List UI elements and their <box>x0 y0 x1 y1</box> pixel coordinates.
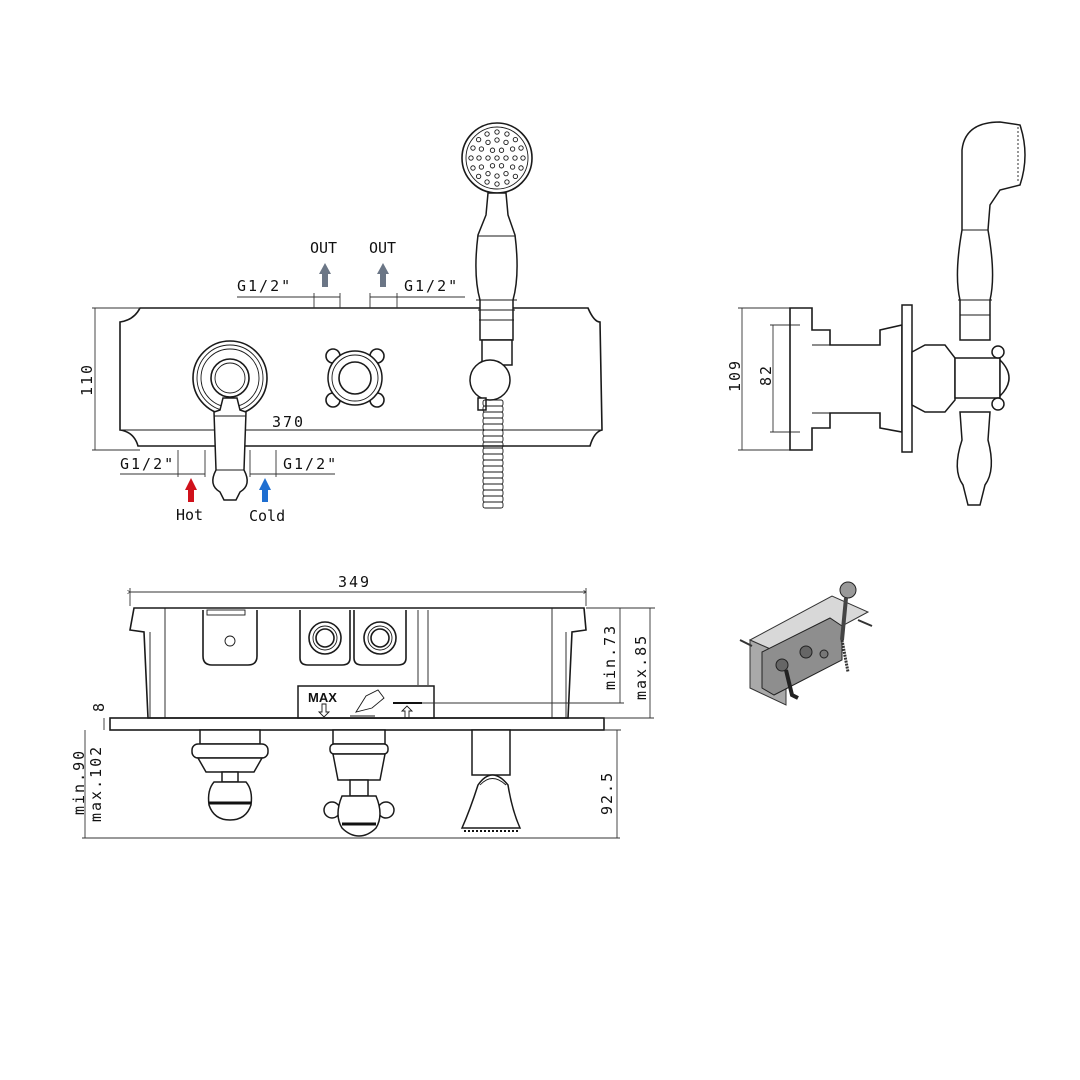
nozzle <box>494 155 500 161</box>
outlet-thread-right: G1/2" <box>404 277 459 295</box>
handle-max-102: max.102 <box>87 745 105 822</box>
nozzle <box>503 155 509 161</box>
cold-label: Cold <box>249 507 285 525</box>
nozzle <box>494 173 500 179</box>
nozzle <box>504 131 510 137</box>
outlet-port-2 <box>353 610 407 666</box>
nozzle <box>485 155 491 161</box>
outlet-port-1 <box>299 610 351 666</box>
nozzle <box>518 165 524 171</box>
arrow-down-icon <box>317 703 331 718</box>
inlet-thread-left: G1/2" <box>120 455 175 473</box>
nozzle <box>512 173 519 180</box>
out-label-1: OUT <box>310 239 337 257</box>
max-marker: MAX <box>308 690 337 705</box>
hose-segment <box>482 411 504 419</box>
nozzle <box>503 139 509 146</box>
out-arrow-icon <box>377 263 389 287</box>
shower-outlet-bottom <box>460 729 522 832</box>
nozzle <box>478 146 485 152</box>
nozzle <box>498 163 505 169</box>
nozzle <box>485 139 491 146</box>
nozzle <box>504 179 510 185</box>
nozzle <box>518 145 524 151</box>
lever-mixer-handle <box>192 340 268 501</box>
body-height-82: 82 <box>757 364 775 386</box>
nozzle <box>489 163 496 169</box>
nozzle <box>509 146 516 152</box>
isometric-product-view <box>739 581 873 706</box>
arrow-up-icon <box>400 705 414 719</box>
nozzle <box>494 129 500 135</box>
nozzle <box>475 173 482 180</box>
cross-diverter-handle <box>325 348 385 408</box>
outlet-thread-left: G1/2" <box>237 277 292 295</box>
wall-plate-bottom <box>109 717 605 731</box>
lever-handle-bottom <box>191 729 269 821</box>
nozzle <box>470 145 476 151</box>
hose-segment <box>482 435 504 443</box>
bottom-view: 349 MAX min.73 max.85 8 min.90 max.1 <box>70 573 655 839</box>
plate-thickness-8: 8 <box>90 701 108 712</box>
hand-shower-front <box>461 122 533 509</box>
nozzle <box>520 155 526 161</box>
height-dim-110: 110 <box>78 363 96 396</box>
hose-segment <box>482 441 504 449</box>
nozzle <box>470 165 476 171</box>
hose-segment <box>482 477 504 485</box>
nozzle <box>489 147 496 153</box>
nozzle <box>484 131 490 137</box>
hose-segment <box>482 483 504 491</box>
hose-segment <box>482 495 504 503</box>
nozzle <box>503 170 509 177</box>
side-view: 109 82 <box>726 121 1026 506</box>
handle-min-90: min.90 <box>70 749 88 815</box>
wall-plate-side <box>901 304 913 453</box>
hose-segment <box>482 453 504 461</box>
concealed-body-side <box>789 307 903 451</box>
nozzle <box>494 181 500 187</box>
handle-base-side <box>911 344 956 413</box>
hose-segment <box>482 501 504 509</box>
hose-segment <box>482 471 504 479</box>
nozzle <box>475 136 482 143</box>
hose-segment <box>482 417 504 425</box>
nozzle <box>484 179 490 185</box>
shower-depth-92-5: 92.5 <box>598 771 616 815</box>
min-depth-73: min.73 <box>601 624 619 690</box>
width-dim-370: 370 <box>272 413 305 431</box>
nozzle <box>485 170 491 177</box>
hose-segment <box>482 465 504 473</box>
body-width-349: 349 <box>338 573 371 591</box>
cold-arrow-icon <box>259 478 271 502</box>
hand-shower-side <box>956 121 1026 341</box>
nozzle <box>512 136 519 143</box>
hot-label: Hot <box>176 506 203 524</box>
nozzle <box>468 155 474 161</box>
inlet-thread-right: G1/2" <box>283 455 338 473</box>
nozzle <box>512 155 518 161</box>
hose-segment <box>482 489 504 497</box>
out-label-2: OUT <box>369 239 396 257</box>
hose-segment <box>482 459 504 467</box>
nozzle <box>478 164 485 170</box>
max-depth-85: max.85 <box>632 634 650 700</box>
out-arrow-icon <box>319 263 331 287</box>
overall-height-109: 109 <box>726 359 744 392</box>
hose-segment <box>482 423 504 431</box>
hot-arrow-icon <box>185 478 197 502</box>
trowel-icon <box>350 689 385 717</box>
nozzle <box>509 164 516 170</box>
depth-gauge-label <box>297 685 435 719</box>
mounting-tab <box>202 610 258 666</box>
nozzle <box>494 137 500 143</box>
nozzle <box>498 147 505 153</box>
hose-segment <box>482 429 504 437</box>
hose-segment <box>482 447 504 455</box>
cross-handle-bottom <box>323 729 395 837</box>
cover-plate <box>119 307 603 447</box>
nozzle <box>476 155 482 161</box>
front-view: 370 110 G1/2" G1/2" OUT OUT G1/2" G1/2" … <box>78 122 603 525</box>
